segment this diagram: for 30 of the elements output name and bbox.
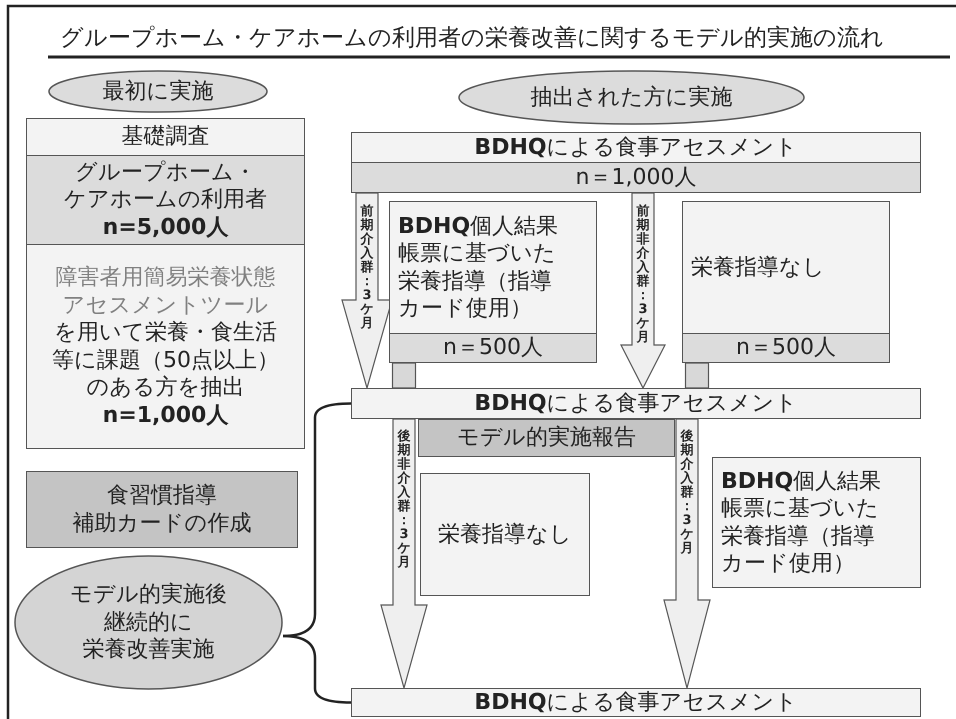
tool-name: 障害者用簡易栄養状態アセスメントツール — [56, 264, 276, 319]
edge-label: 後期介入群：3ケ月 — [680, 430, 694, 556]
bracket-line — [282, 402, 352, 638]
guidance-box: 栄養指導なし — [420, 473, 590, 596]
count-text: n=5,000人 — [102, 214, 228, 242]
edge-label: 前期介入群：3ケ月 — [360, 205, 374, 332]
oval-label: モデル的実施後継続的に栄養改善実施 — [14, 555, 283, 690]
process-box: 食習慣指導補助カードの作成 — [26, 471, 298, 548]
count-bar: n＝1,000人 — [351, 162, 921, 193]
heading-box: 基礎調査 — [26, 118, 305, 156]
count-bar: n＝500人 — [389, 333, 597, 363]
edge-label: 後期非介入群：3ケ月 — [397, 430, 411, 570]
connector-bar — [684, 362, 710, 389]
count-text: n=1,000人 — [102, 402, 228, 429]
assessment-bar: BDHQによる食事アセスメント — [351, 688, 921, 717]
assessment-bar: BDHQによる食事アセスメント — [351, 132, 921, 163]
count-bar: n＝500人 — [682, 333, 890, 363]
info-box — [26, 155, 305, 245]
guidance-box: BDHQ個人結果帳票に基づいた栄養指導（指導カード使用） — [712, 457, 921, 588]
guidance-box: BDHQ個人結果帳票に基づいた栄養指導（指導カード使用） — [389, 201, 597, 334]
bracket-line — [282, 634, 352, 704]
edge-label: 前期非介入群：3ケ月 — [636, 205, 650, 346]
guidance-box: 栄養指導なし — [682, 201, 890, 334]
assessment-bar: BDHQによる食事アセスメント — [351, 388, 921, 419]
oval-label: 最初に実施 — [48, 70, 268, 113]
report-box: モデル的実施報告 — [418, 419, 675, 457]
info-box — [26, 244, 305, 449]
title: グループホーム・ケアホームの利用者の栄養改善に関するモデル的実施の流れ — [60, 24, 884, 53]
oval-label: 抽出された方に実施 — [458, 70, 805, 125]
connector-bar — [392, 362, 416, 389]
